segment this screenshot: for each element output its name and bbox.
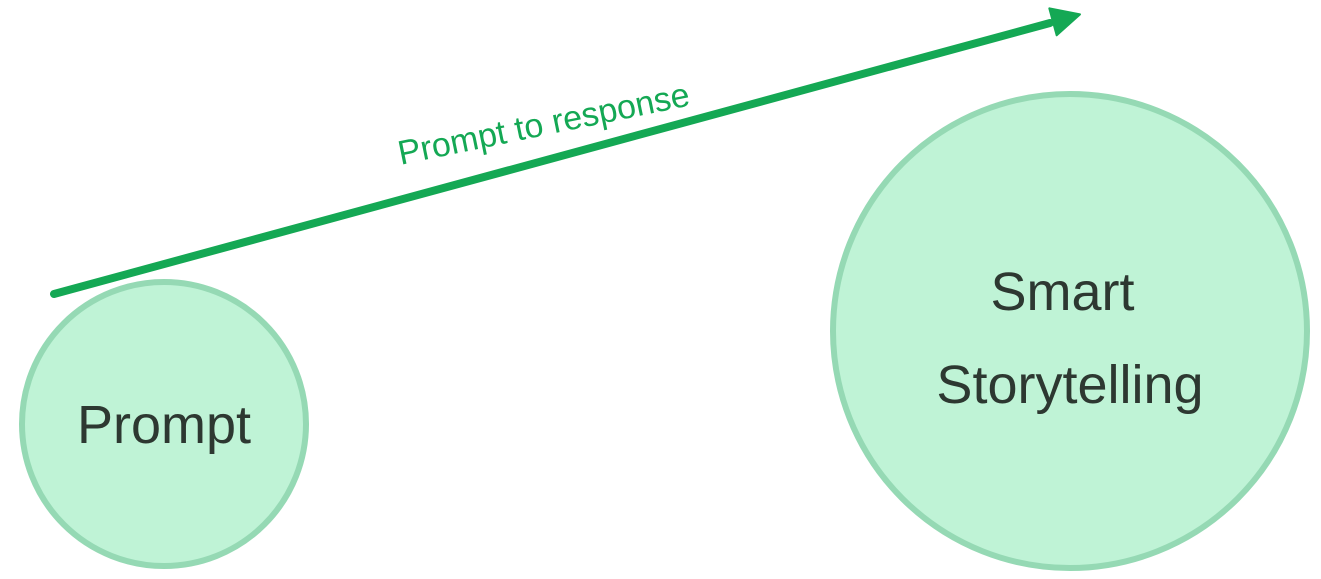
arrowhead-icon: [1048, 7, 1081, 37]
prompt-circle: [19, 279, 309, 569]
smart-storytelling-line1: Smart: [990, 262, 1134, 322]
node-prompt: Prompt: [19, 279, 309, 569]
smart-storytelling-line2: Storytelling: [936, 355, 1203, 415]
smart-storytelling-circle: [830, 91, 1310, 571]
arrow-shaft: [50, 19, 1054, 298]
prompt-label: Prompt: [77, 395, 251, 455]
node-smart-storytelling: Smart Storytelling: [830, 91, 1310, 571]
smart-storytelling-label: Smart Storytelling: [936, 262, 1203, 415]
